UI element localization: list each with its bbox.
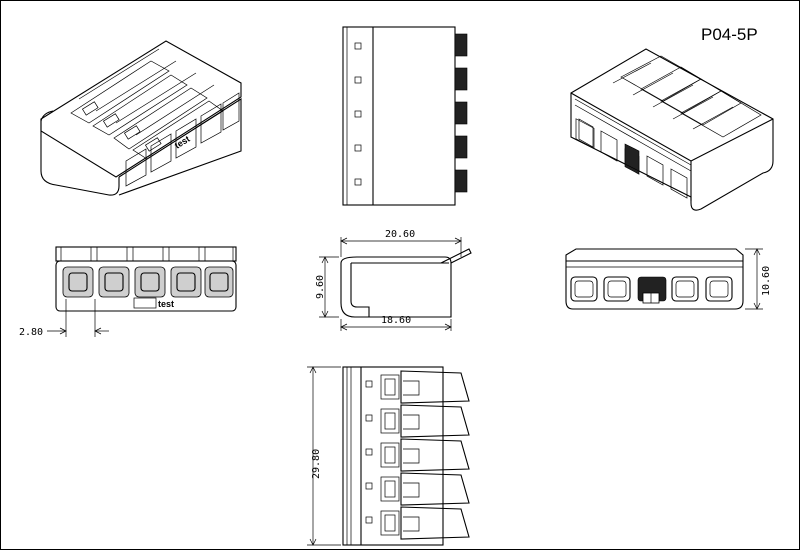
rear-view	[565, 248, 763, 310]
bottom-view	[307, 366, 470, 546]
isometric-front-view: test	[40, 40, 242, 196]
dim-body-length: 18.60	[381, 315, 411, 326]
dim-rear-height: 10.60	[761, 266, 772, 296]
front-view: test	[47, 246, 237, 337]
dim-width: 29.80	[311, 449, 322, 479]
part-number-label: P04-5P	[701, 25, 758, 44]
front-marking-label: test	[158, 299, 174, 309]
dim-pitch: 2.80	[19, 327, 43, 338]
side-view	[319, 237, 472, 331]
dim-overall-length: 20.60	[385, 229, 415, 240]
isometric-rear-view	[570, 48, 774, 211]
iso-marking-label: test	[173, 134, 192, 151]
top-view	[342, 26, 468, 206]
dim-side-height: 9.60	[315, 275, 326, 299]
